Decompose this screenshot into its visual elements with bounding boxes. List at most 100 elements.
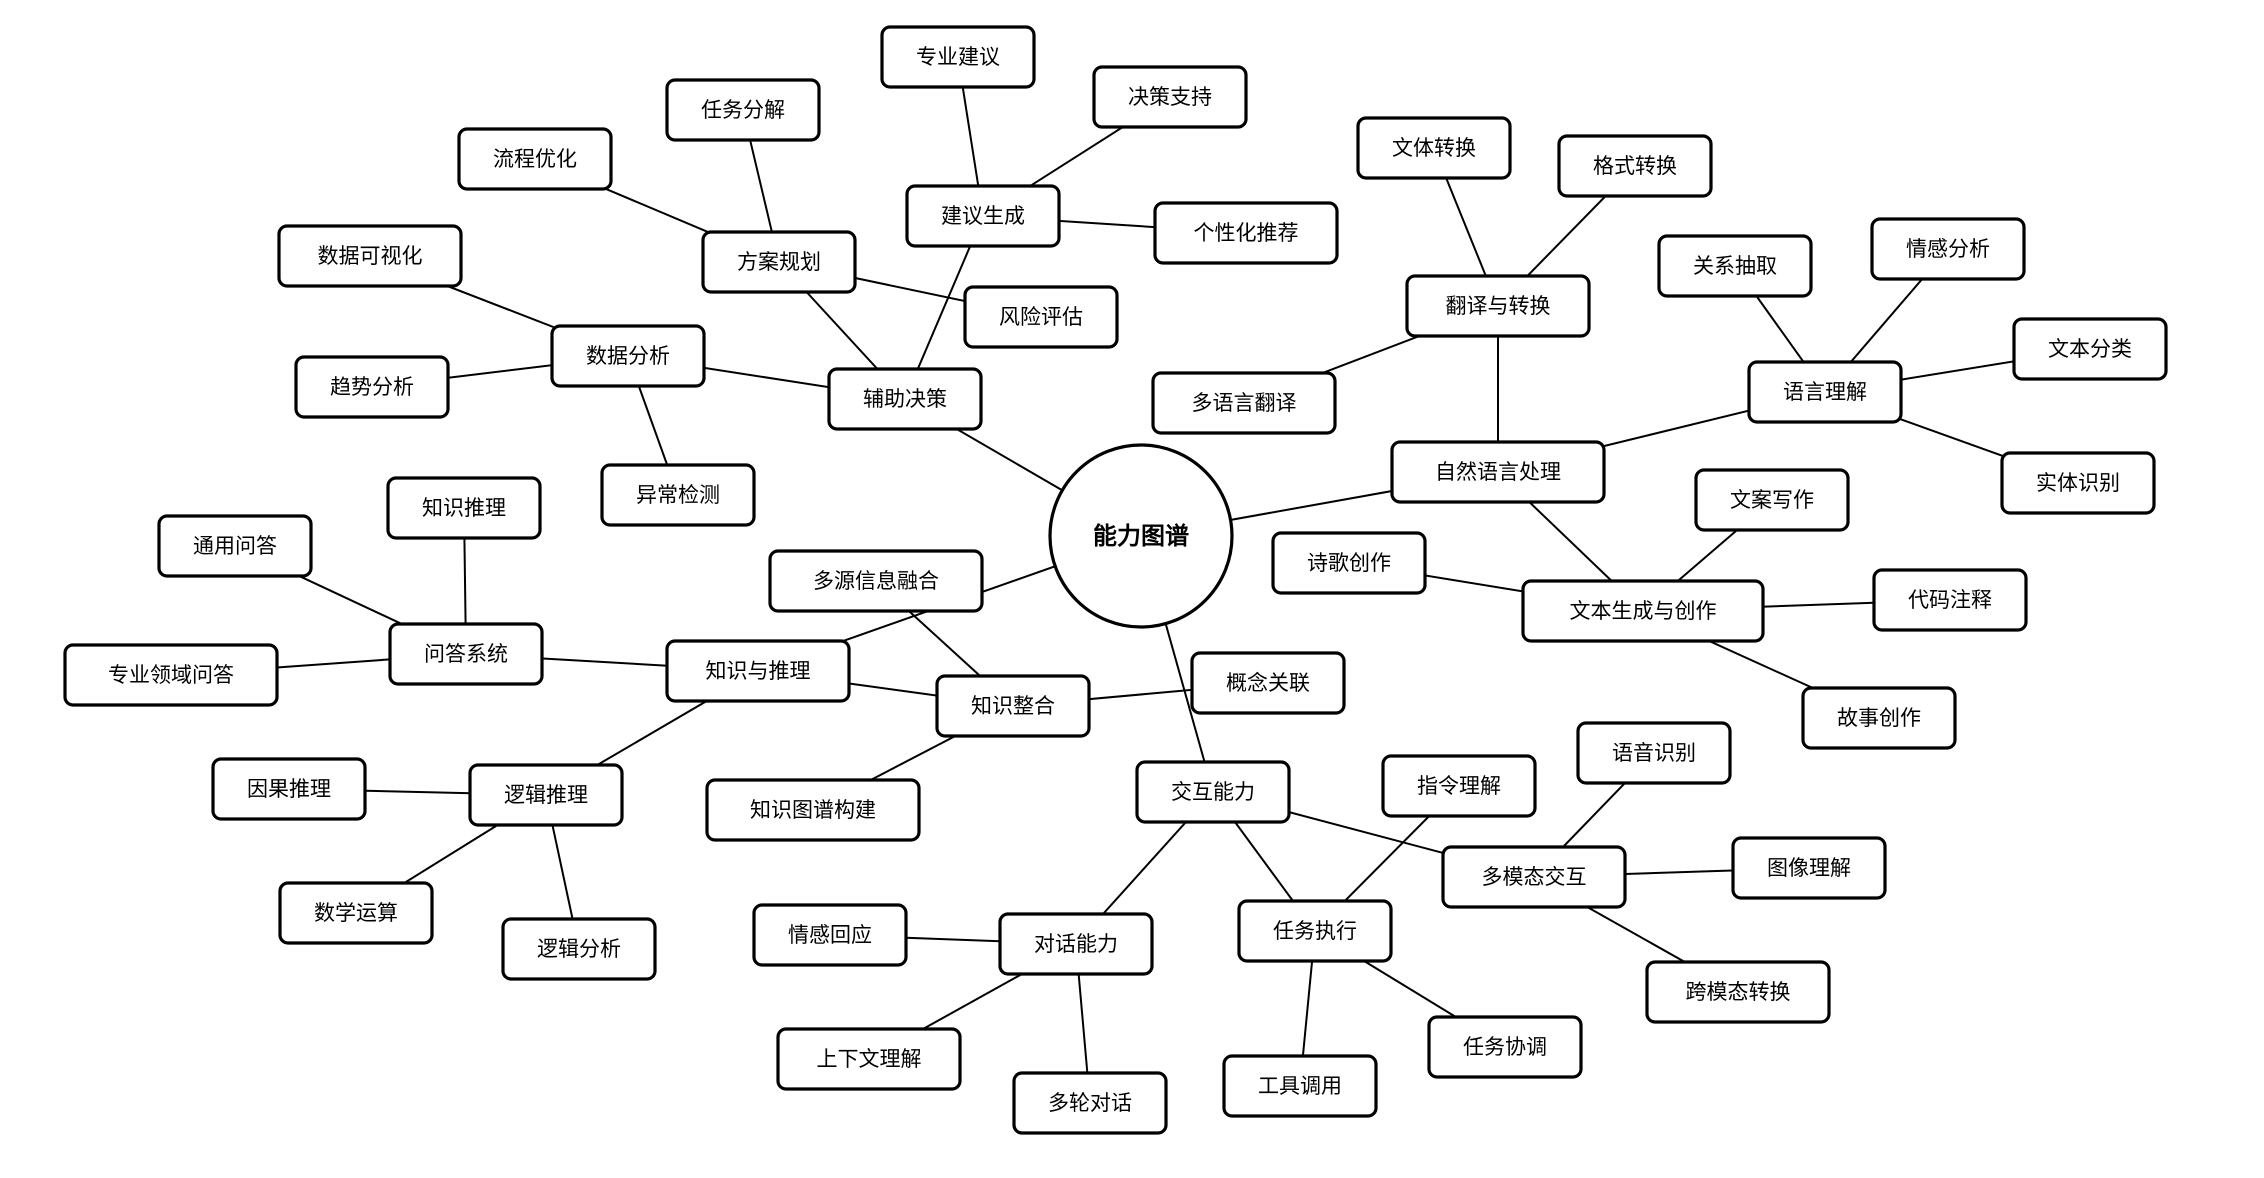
node-cross-modal: 跨模态转换: [1645, 960, 1831, 1024]
node-label: 跨模态转换: [1686, 980, 1791, 1004]
node-doc-convert: 文体转换: [1356, 116, 1512, 180]
node-nlp: 自然语言处理: [1390, 440, 1606, 504]
node-box: [1557, 134, 1713, 198]
node-domain-qa: 专业领域问答: [63, 643, 279, 707]
node-box: [386, 476, 542, 540]
node-box: [1092, 65, 1248, 129]
node-label: 通用问答: [193, 534, 277, 558]
node-label: 专业建议: [916, 45, 1000, 69]
center-node: 能力图谱: [1048, 443, 1234, 629]
node-personal-rec: 个性化推荐: [1153, 201, 1339, 265]
node-general-qa: 通用问答: [157, 514, 313, 578]
node-label: 能力图谱: [1093, 522, 1189, 550]
node-sentiment: 情感分析: [1870, 217, 2026, 281]
node-text-gen: 文本生成与创作: [1521, 579, 1765, 643]
node-box: [1390, 440, 1606, 504]
node-box: [1521, 579, 1765, 643]
node-concept: 概念关联: [1190, 651, 1346, 715]
node-story: 故事创作: [1801, 686, 1957, 750]
node-translate: 翻译与转换: [1405, 274, 1591, 338]
node-box: [294, 355, 450, 419]
node-label: 格式转换: [1593, 154, 1677, 178]
node-multi-translate: 多语言翻译: [1151, 371, 1337, 435]
node-box: [63, 643, 279, 707]
node-box: [1441, 845, 1627, 909]
node-label: 任务分解: [701, 98, 785, 122]
node-format-convert: 格式转换: [1557, 134, 1713, 198]
center-circle: [1048, 443, 1234, 629]
node-box: [600, 463, 756, 527]
node-box: [963, 285, 1119, 349]
node-label: 建议生成: [941, 204, 1025, 228]
node-label: 方案规划: [737, 250, 821, 274]
node-label: 文本生成与创作: [1570, 599, 1717, 623]
node-box: [1222, 1054, 1378, 1118]
node-box: [1151, 371, 1337, 435]
node-logic: 逻辑推理: [468, 763, 624, 827]
node-box: [1731, 836, 1887, 900]
node-box: [998, 912, 1154, 976]
node-box: [2000, 451, 2156, 515]
node-box: [1427, 1015, 1583, 1079]
node-box: [1271, 531, 1427, 595]
node-box: [1872, 568, 2028, 632]
node-knowledge: 知识与推理: [665, 639, 851, 703]
node-box: [1012, 1071, 1168, 1135]
node-multi-turn: 多轮对话: [1012, 1071, 1168, 1135]
node-box: [501, 917, 657, 981]
node-label: 趋势分析: [330, 375, 414, 399]
node-label: 工具调用: [1258, 1074, 1342, 1098]
node-label: 诗歌创作: [1307, 551, 1391, 575]
node-trend: 趋势分析: [294, 355, 450, 419]
node-box: [550, 324, 706, 388]
node-label: 风险评估: [999, 305, 1083, 329]
node-label: 问答系统: [424, 642, 508, 666]
node-causal: 因果推理: [211, 757, 367, 821]
node-planning: 方案规划: [701, 230, 857, 294]
node-label: 知识整合: [971, 694, 1055, 718]
node-label: 实体识别: [2036, 471, 2120, 495]
node-box: [1381, 754, 1537, 818]
node-label: 数据可视化: [318, 244, 423, 268]
node-box: [752, 903, 908, 967]
node-kg-build: 知识图谱构建: [705, 778, 921, 842]
node-suggestion: 建议生成: [905, 184, 1061, 248]
node-math: 数学运算: [278, 881, 434, 945]
node-label: 翻译与转换: [1446, 294, 1551, 318]
node-box: [388, 622, 544, 686]
node-pro-advice: 专业建议: [880, 25, 1036, 89]
node-label: 个性化推荐: [1194, 221, 1299, 245]
node-label: 逻辑推理: [504, 783, 588, 807]
node-label: 上下文理解: [817, 1047, 922, 1071]
node-text-classify: 文本分类: [2012, 317, 2168, 381]
node-label: 数学运算: [314, 901, 398, 925]
node-label: 任务协调: [1463, 1035, 1547, 1059]
node-decision: 辅助决策: [827, 367, 983, 431]
node-poetry: 诗歌创作: [1271, 531, 1427, 595]
node-anomaly: 异常检测: [600, 463, 756, 527]
node-box: [768, 549, 984, 613]
node-box: [1747, 360, 1903, 424]
node-label: 数据分析: [586, 344, 670, 368]
node-label: 情感回应: [788, 923, 872, 947]
node-copywriting: 文案写作: [1694, 468, 1850, 532]
node-label: 情感分析: [1906, 237, 1990, 261]
node-relation-extract: 关系抽取: [1657, 234, 1813, 298]
node-label: 多源信息融合: [813, 569, 939, 593]
node-box: [1657, 234, 1813, 298]
node-entity-recognize: 实体识别: [2000, 451, 2156, 515]
node-box: [211, 757, 367, 821]
node-box: [457, 127, 613, 191]
node-box: [2012, 317, 2168, 381]
node-label: 知识图谱构建: [750, 798, 876, 822]
node-risk: 风险评估: [963, 285, 1119, 349]
node-box: [880, 25, 1036, 89]
node-label: 故事创作: [1837, 706, 1921, 730]
node-box: [665, 639, 851, 703]
node-lang-understand: 语言理解: [1747, 360, 1903, 424]
node-label: 专业领域问答: [108, 663, 234, 687]
node-label: 语言理解: [1783, 380, 1867, 404]
node-box: [705, 778, 921, 842]
